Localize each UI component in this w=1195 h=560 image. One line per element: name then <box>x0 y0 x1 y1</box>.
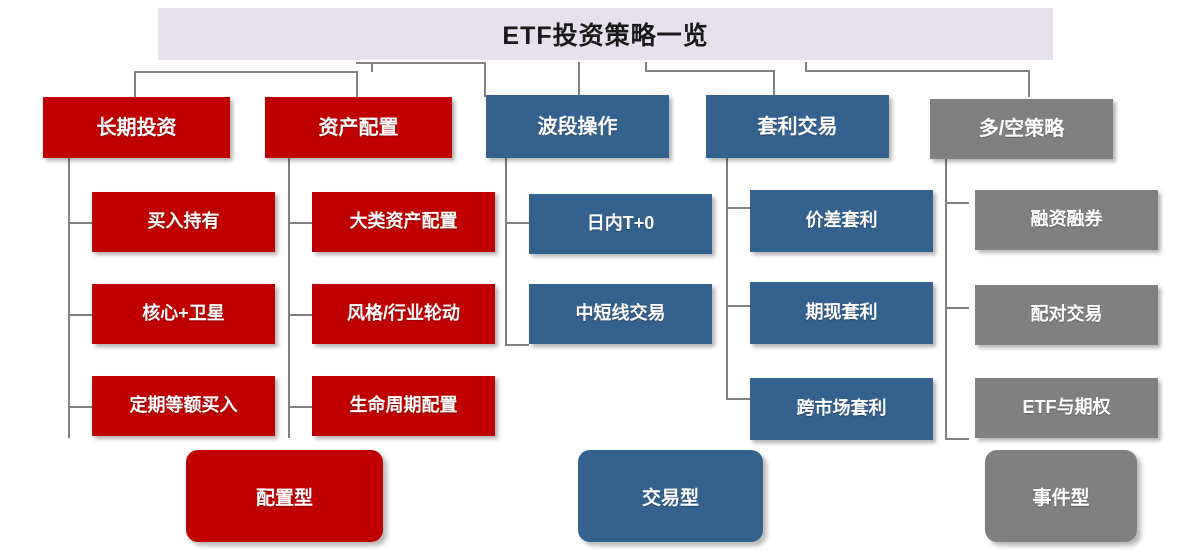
column-1-branch-3 <box>68 406 92 408</box>
node-child-buy-and-hold[interactable]: 买入持有 <box>92 192 275 252</box>
top-bracket-arbitrage-stem <box>645 62 647 71</box>
column-2-trunk <box>288 158 290 438</box>
node-head-arbitrage-trading[interactable]: 套利交易 <box>706 95 889 158</box>
column-5-branch-3 <box>945 438 969 440</box>
node-child-core-satellite[interactable]: 核心+卫星 <box>92 284 275 344</box>
node-child-style-sector-rotation[interactable]: 风格/行业轮动 <box>312 284 495 344</box>
top-bracket-longshort-drop <box>1028 70 1030 97</box>
column-5-branch-1 <box>945 202 969 204</box>
node-head-asset-allocation[interactable]: 资产配置 <box>265 97 452 158</box>
column-3-branch-1 <box>505 222 529 224</box>
column-3-branch-2 <box>505 344 529 346</box>
top-bracket-allocation-span2 <box>356 62 486 64</box>
node-head-swing-trading[interactable]: 波段操作 <box>486 95 669 158</box>
top-bracket-allocation-stem <box>371 62 373 72</box>
column-4-branch-1 <box>726 207 750 209</box>
top-bracket-allocation-left-drop <box>134 71 136 97</box>
node-child-intraday-t-plus-0[interactable]: 日内T+0 <box>529 194 712 254</box>
column-4-branch-2 <box>726 305 750 307</box>
node-child-lifecycle-allocation[interactable]: 生命周期配置 <box>312 376 495 436</box>
node-child-futures-spot-arbitrage[interactable]: 期现套利 <box>750 282 933 344</box>
top-bracket-longshort-horizontal <box>805 70 1030 72</box>
node-child-major-asset-allocation[interactable]: 大类资产配置 <box>312 192 495 252</box>
node-child-spread-arbitrage[interactable]: 价差套利 <box>750 190 933 252</box>
page-title: ETF投资策略一览 <box>502 22 709 50</box>
top-bracket-longshort-stem <box>805 62 807 71</box>
node-child-short-medium-term-trading[interactable]: 中短线交易 <box>529 284 712 344</box>
node-child-pair-trading[interactable]: 配对交易 <box>975 285 1158 345</box>
node-child-margin-financing-securities-lending[interactable]: 融资融券 <box>975 190 1158 250</box>
column-1-trunk <box>68 158 70 438</box>
column-5-branch-2 <box>945 307 969 309</box>
node-head-long-term-investment[interactable]: 长期投资 <box>43 97 230 158</box>
top-bracket-allocation-right-drop <box>356 71 358 97</box>
top-bracket-asset-drop <box>484 62 486 97</box>
node-child-cross-market-arbitrage[interactable]: 跨市场套利 <box>750 378 933 440</box>
top-bracket-arbitrage-horizontal <box>645 70 775 72</box>
column-1-branch-2 <box>68 314 92 316</box>
top-bracket-arbitrage-drop <box>773 70 775 97</box>
column-4-branch-3 <box>726 398 750 400</box>
column-1-branch-1 <box>68 222 92 224</box>
title-banner <box>158 8 1053 60</box>
top-bracket-swing-stem <box>578 62 580 97</box>
node-child-periodic-equal-purchase[interactable]: 定期等额买入 <box>92 376 275 436</box>
column-2-branch-1 <box>288 222 312 224</box>
node-head-long-short-strategy[interactable]: 多/空策略 <box>930 99 1113 159</box>
legend-pill-trading-type[interactable]: 交易型 <box>578 450 763 542</box>
column-4-trunk <box>726 158 728 400</box>
column-3-trunk <box>505 158 507 346</box>
legend-pill-allocation-type[interactable]: 配置型 <box>186 450 383 542</box>
column-2-branch-2 <box>288 314 312 316</box>
top-bracket-allocation-horizontal <box>134 71 358 73</box>
column-2-branch-3 <box>288 406 312 408</box>
legend-pill-event-type[interactable]: 事件型 <box>985 450 1137 542</box>
node-child-etf-and-options[interactable]: ETF与期权 <box>975 378 1158 438</box>
column-5-trunk <box>945 158 947 438</box>
